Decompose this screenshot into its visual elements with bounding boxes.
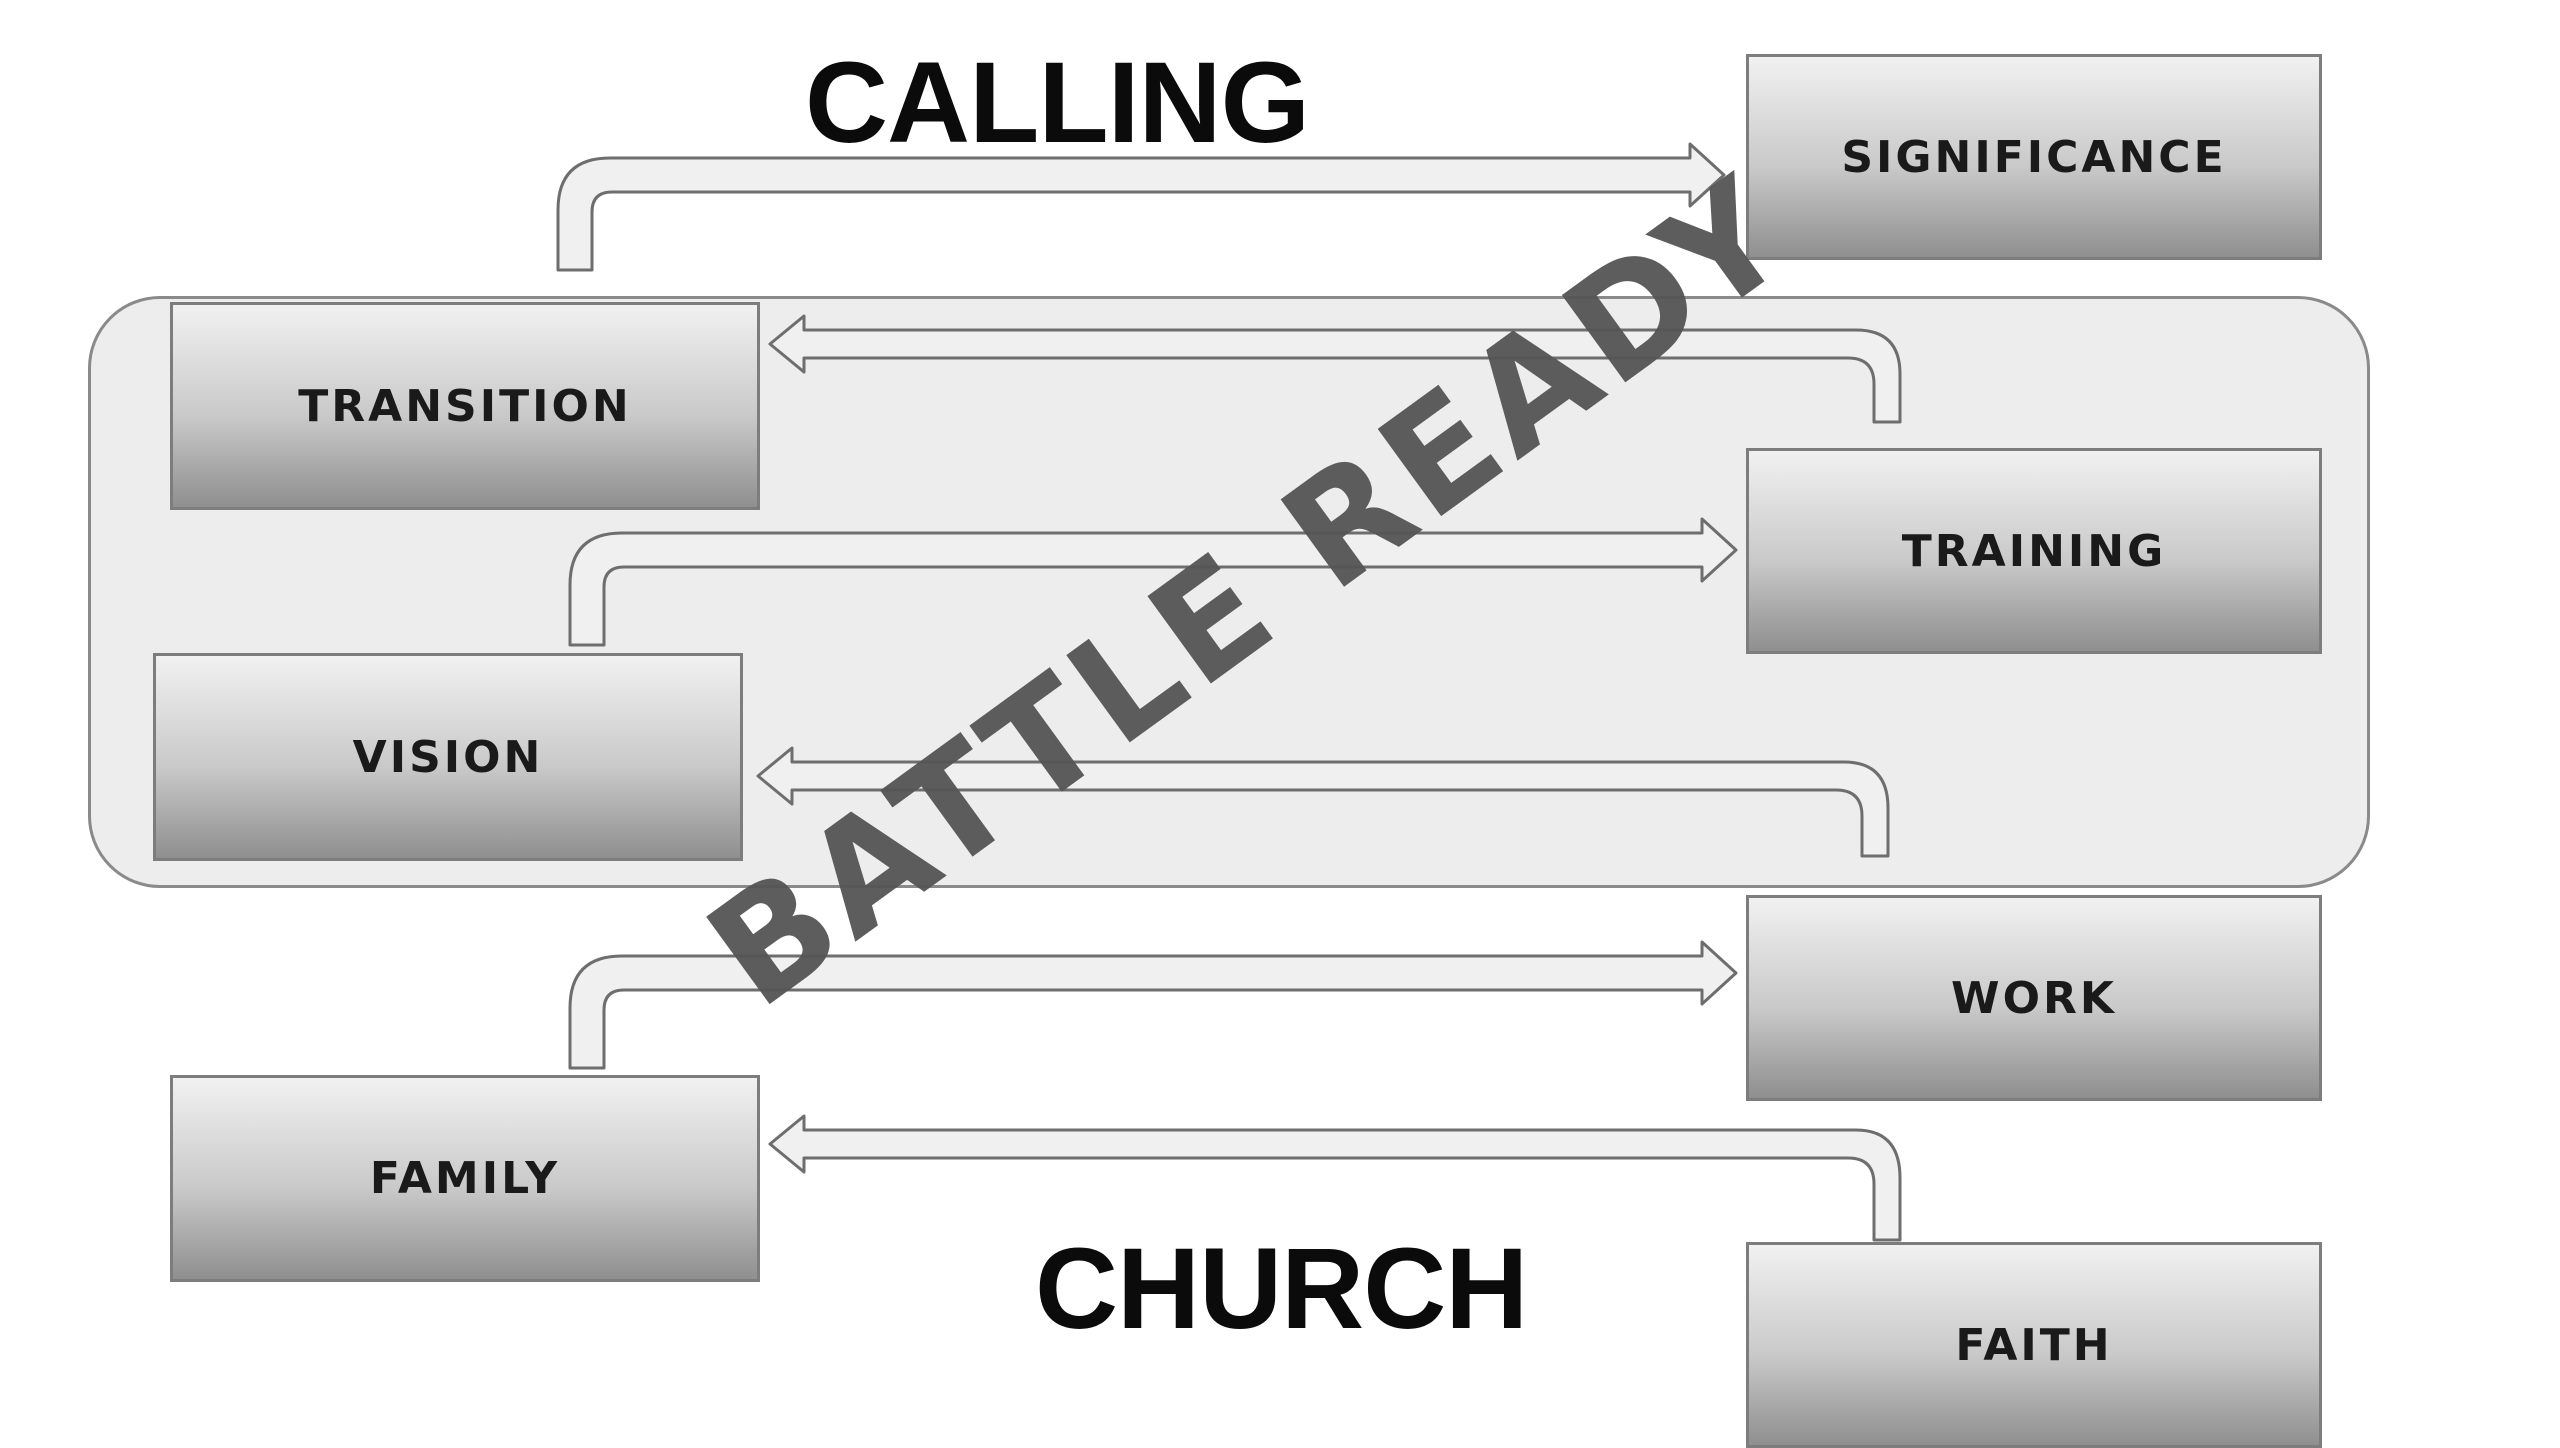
box-faith: FAITH — [1746, 1242, 2322, 1448]
arrow-training-to-transition — [768, 314, 1902, 424]
box-training: TRAINING — [1746, 448, 2322, 654]
calling-heading: CALLING — [805, 39, 1310, 167]
arrow-transition-to-significance — [556, 142, 1726, 272]
box-transition: TRANSITION — [170, 302, 760, 510]
box-faith-label: FAITH — [1955, 1319, 2113, 1371]
box-significance-label: SIGNIFICANCE — [1841, 131, 2227, 183]
box-significance: SIGNIFICANCE — [1746, 54, 2322, 260]
box-work-label: WORK — [1951, 972, 2117, 1024]
box-training-label: TRAINING — [1901, 525, 2167, 577]
box-family: FAMILY — [170, 1075, 760, 1282]
box-family-label: FAMILY — [369, 1153, 561, 1204]
box-vision: VISION — [153, 653, 743, 861]
arrow-work-to-vision — [756, 746, 1890, 858]
box-transition-label: TRANSITION — [298, 380, 632, 432]
arrow-family-to-work — [568, 940, 1738, 1070]
arrow-vision-to-training — [568, 517, 1738, 647]
arrow-faith-to-family — [768, 1114, 1902, 1242]
box-work: WORK — [1746, 895, 2322, 1101]
box-vision-label: VISION — [352, 731, 544, 783]
church-heading: CHURCH — [1035, 1225, 1528, 1353]
